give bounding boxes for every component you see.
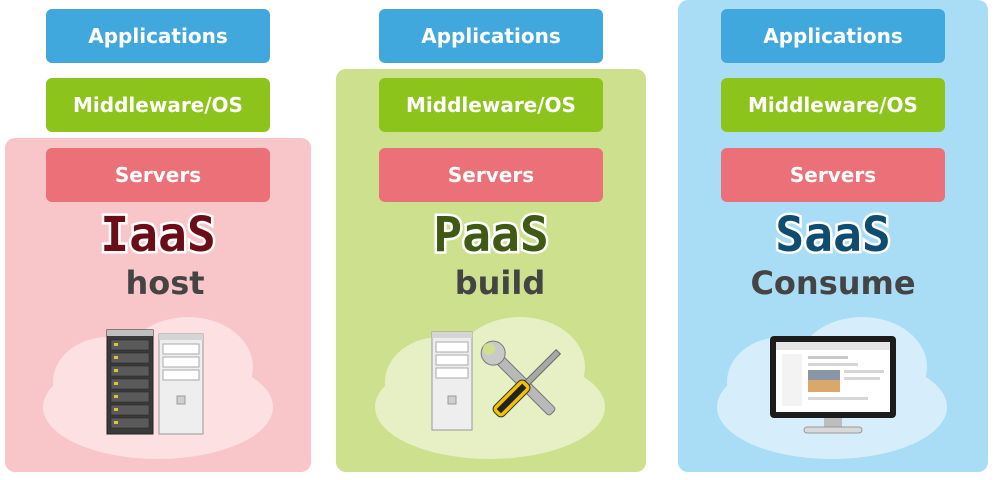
paas-servers-layer: Servers <box>379 148 603 202</box>
saas-servers-layer: Servers <box>721 148 945 202</box>
paas-middleware-layer: Middleware/OS <box>379 78 603 132</box>
saas-applications-layer: Applications <box>721 9 945 63</box>
saas-middleware-layer: Middleware/OS <box>721 78 945 132</box>
iaas-applications-layer: Applications <box>46 9 270 63</box>
saas-title: SaaS <box>773 207 894 263</box>
paas-title: PaaS <box>431 207 552 263</box>
paas-subtitle: build <box>454 264 546 302</box>
paas-applications-layer: Applications <box>379 9 603 63</box>
server-rack-icon <box>106 329 204 435</box>
iaas-middleware-layer: Middleware/OS <box>46 78 270 132</box>
saas-subtitle: Consume <box>750 264 916 302</box>
monitor-icon <box>770 336 896 434</box>
iaas-title: IaaS <box>98 207 219 263</box>
tools-icon <box>431 331 562 431</box>
iaas-servers-layer: Servers <box>46 148 270 202</box>
iaas-subtitle: host <box>125 264 205 302</box>
